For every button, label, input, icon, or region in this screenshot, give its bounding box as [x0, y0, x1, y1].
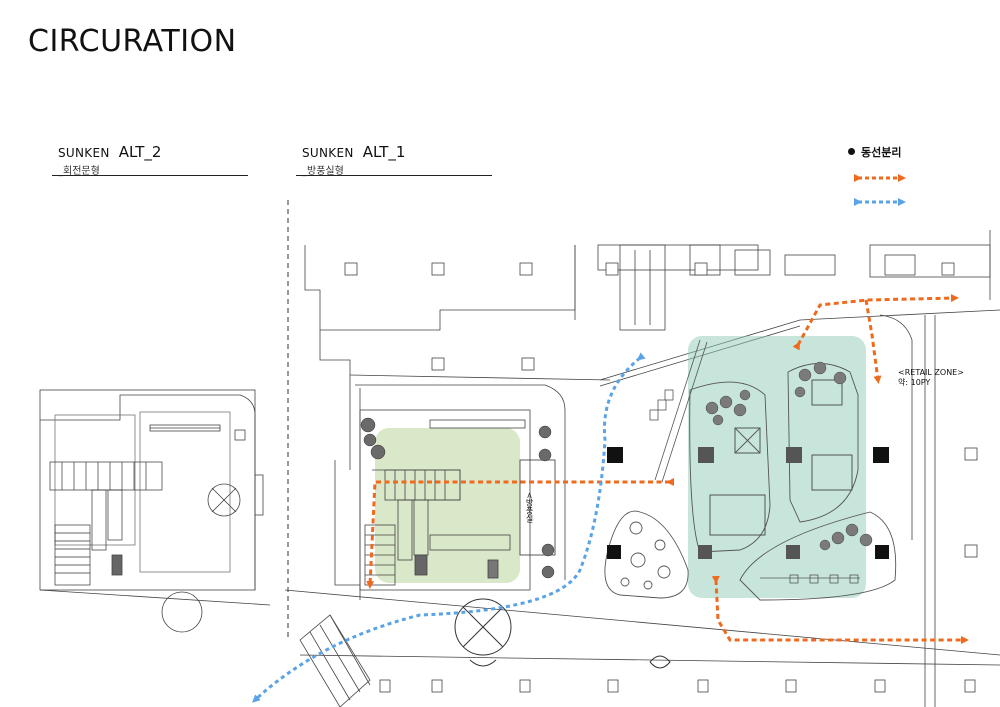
blue-route [252, 352, 646, 703]
alt1-underline [296, 175, 492, 176]
alt1-prefix: SUNKEN [302, 146, 354, 160]
alt2-subtitle: _회전문형 [58, 166, 100, 177]
bullet-icon [848, 148, 855, 155]
retail-zone-label: <RETAIL ZONE> 약: 10PY [898, 368, 964, 388]
alt2-underline [52, 175, 248, 176]
alt2-plan [39, 389, 271, 633]
alt2-prefix: SUNKEN [58, 146, 110, 160]
legend-title-text: 동선분리 [861, 146, 902, 159]
alt2-name: ALT_2 [118, 143, 162, 161]
entry-door [649, 655, 671, 669]
foliage [705, 361, 873, 551]
retail-zone-title: <RETAIL ZONE> [898, 368, 964, 377]
page-title: CIRCURATION [28, 24, 237, 59]
escalator [299, 614, 371, 707]
windbreak-room-text: <방풍실 [525, 492, 534, 523]
legend-title: 동선분리 [848, 144, 901, 160]
revolving-door [454, 598, 512, 667]
alt1-heading: SUNKEN ALT_1 [302, 142, 405, 161]
bottom-columns [379, 679, 976, 693]
teal-plaza-zone [688, 336, 866, 598]
alt2-heading: SUNKEN ALT_2 [58, 142, 161, 161]
alt1-name: ALT_1 [362, 143, 406, 161]
retail-zone-area: 약: 10PY [898, 378, 931, 387]
alt1-subtitle: _방풍실형 [302, 166, 344, 177]
